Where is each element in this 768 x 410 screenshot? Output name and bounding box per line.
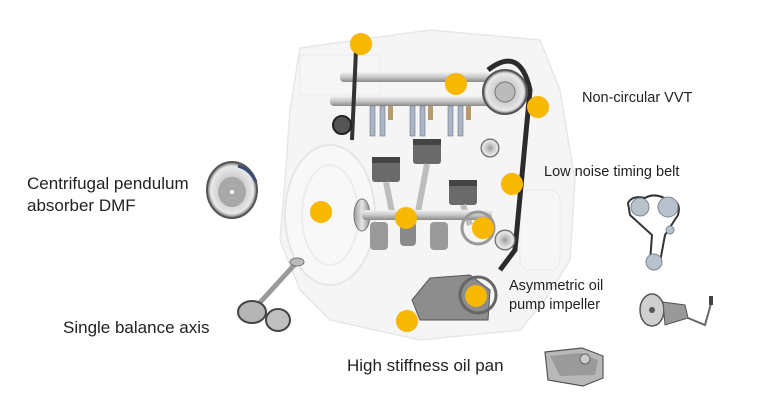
label-single-balance-axis: Single balance axis xyxy=(63,318,210,337)
left-cam-drive xyxy=(332,49,358,141)
feature-marker-oil-pan xyxy=(396,310,418,332)
label-asymmetric-oil-pump: Asymmetric oil pump impeller xyxy=(509,278,604,313)
label-non-circular-vvt: Non-circular VVT xyxy=(582,90,693,106)
dmf-flywheel-thumb xyxy=(206,161,258,219)
crankshaft xyxy=(353,198,496,250)
label-high-stiffness-oil-pan: High stiffness oil pan xyxy=(347,356,504,375)
timing-belt-drive xyxy=(480,58,533,272)
feature-marker-balance xyxy=(472,217,494,239)
feature-marker-top-left xyxy=(350,33,372,55)
camshaft-assembly xyxy=(330,72,490,137)
oil-pan-thumb xyxy=(544,347,604,387)
balance-shaft-thumb xyxy=(237,257,305,332)
pistons xyxy=(372,139,477,226)
label-low-noise-timing-belt: Low noise timing belt xyxy=(544,164,680,180)
feature-marker-crankshaft xyxy=(395,207,417,229)
feature-marker-timing-belt xyxy=(501,173,523,195)
feature-marker-oil-pump xyxy=(465,285,487,307)
label-centrifugal-pendulum-dmf: Centrifugal pendulum absorber DMF xyxy=(27,174,189,215)
feature-marker-flywheel xyxy=(310,201,332,223)
oil-pump-thumb xyxy=(639,293,713,327)
feature-marker-camshaft xyxy=(445,73,467,95)
timing-belt-thumb xyxy=(626,194,680,271)
feature-marker-vvt xyxy=(527,96,549,118)
